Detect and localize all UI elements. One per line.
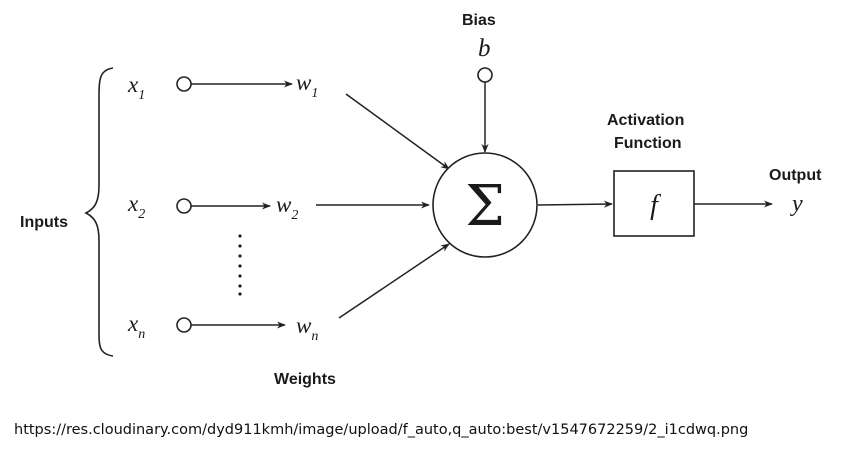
perceptron-diagram: Inputs x1 w1 x2 w2 xn wn Weights Bias b … — [20, 12, 822, 388]
input-x2-node — [176, 198, 192, 214]
source-url-caption: https://res.cloudinary.com/dyd911kmh/ima… — [14, 422, 749, 438]
weight-wn-label: wn — [296, 313, 318, 344]
activation-label-line1: Activation — [607, 112, 684, 129]
input-xn-label: xn — [127, 311, 145, 342]
input-xn-node — [176, 317, 192, 333]
ellipsis-dots — [238, 234, 242, 296]
output-label: Output — [769, 167, 822, 184]
activation-box — [613, 170, 695, 237]
bias-symbol: b — [478, 35, 491, 62]
sigma-symbol: Σ — [465, 174, 505, 239]
sum-to-activation-arrow — [537, 200, 613, 208]
input-x1-node — [176, 76, 192, 92]
weight-w1-label: w1 — [296, 70, 318, 101]
weights-label: Weights — [274, 371, 336, 388]
w1-to-sum-arrow — [345, 93, 450, 170]
wn-to-sum-arrow — [338, 243, 450, 319]
input-x2-label: x2 — [127, 191, 145, 222]
output-symbol: y — [790, 191, 803, 217]
activation-symbol: f — [650, 190, 661, 221]
weight-w2-label: w2 — [276, 192, 298, 223]
bias-label: Bias — [462, 12, 496, 29]
activation-label-line2: Function — [614, 135, 682, 152]
input-x1-label: x1 — [127, 72, 145, 103]
summation-node — [432, 152, 538, 258]
bias-node — [477, 67, 493, 83]
inputs-brace — [84, 67, 114, 357]
inputs-label: Inputs — [20, 214, 68, 231]
